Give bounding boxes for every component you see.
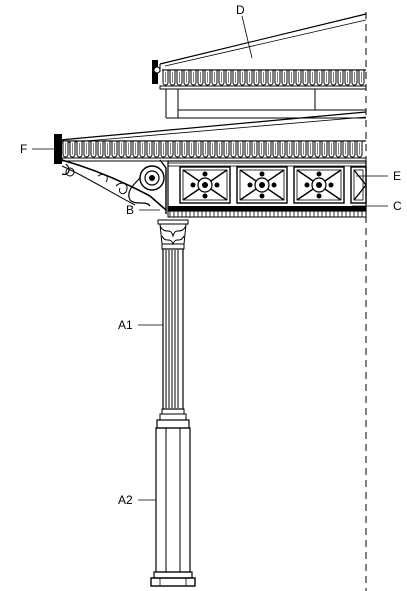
callout-e: E: [356, 169, 401, 183]
lower-scalloped-fascia: [62, 140, 366, 158]
callout-c: C: [352, 199, 402, 213]
callout-b-label: B: [126, 203, 134, 217]
frieze-panel: [236, 166, 288, 204]
callout-d-label: D: [236, 3, 245, 17]
frieze-dentils: [169, 211, 363, 217]
callout-a2-label: A2: [118, 493, 133, 507]
clerestory-frame: [165, 89, 366, 119]
callout-f: F: [20, 142, 56, 156]
callout-b: B: [126, 203, 160, 217]
frieze-band: [167, 160, 367, 218]
callout-f-label: F: [20, 142, 27, 156]
lower-roof: [59, 111, 367, 162]
column-pedestal-a2: [150, 419, 196, 587]
callout-a1-label: A1: [118, 318, 133, 332]
frieze-panels: [179, 166, 367, 204]
frieze-panel: [350, 166, 367, 204]
callout-c-label: C: [393, 199, 402, 213]
callout-a1: A1: [118, 318, 163, 332]
callout-d: D: [236, 3, 253, 59]
column-capital: [157, 219, 189, 250]
frieze-panel: [293, 166, 345, 204]
upper-scalloped-fascia: [162, 69, 366, 86]
upper-bracket: [152, 60, 161, 84]
column-shaft-a1: [159, 248, 187, 421]
callout-a2: A2: [118, 493, 156, 507]
eave-bracket-f: [54, 134, 167, 214]
upper-roof: [152, 13, 367, 119]
callout-e-label: E: [393, 169, 401, 183]
frieze-panel: [179, 166, 231, 204]
